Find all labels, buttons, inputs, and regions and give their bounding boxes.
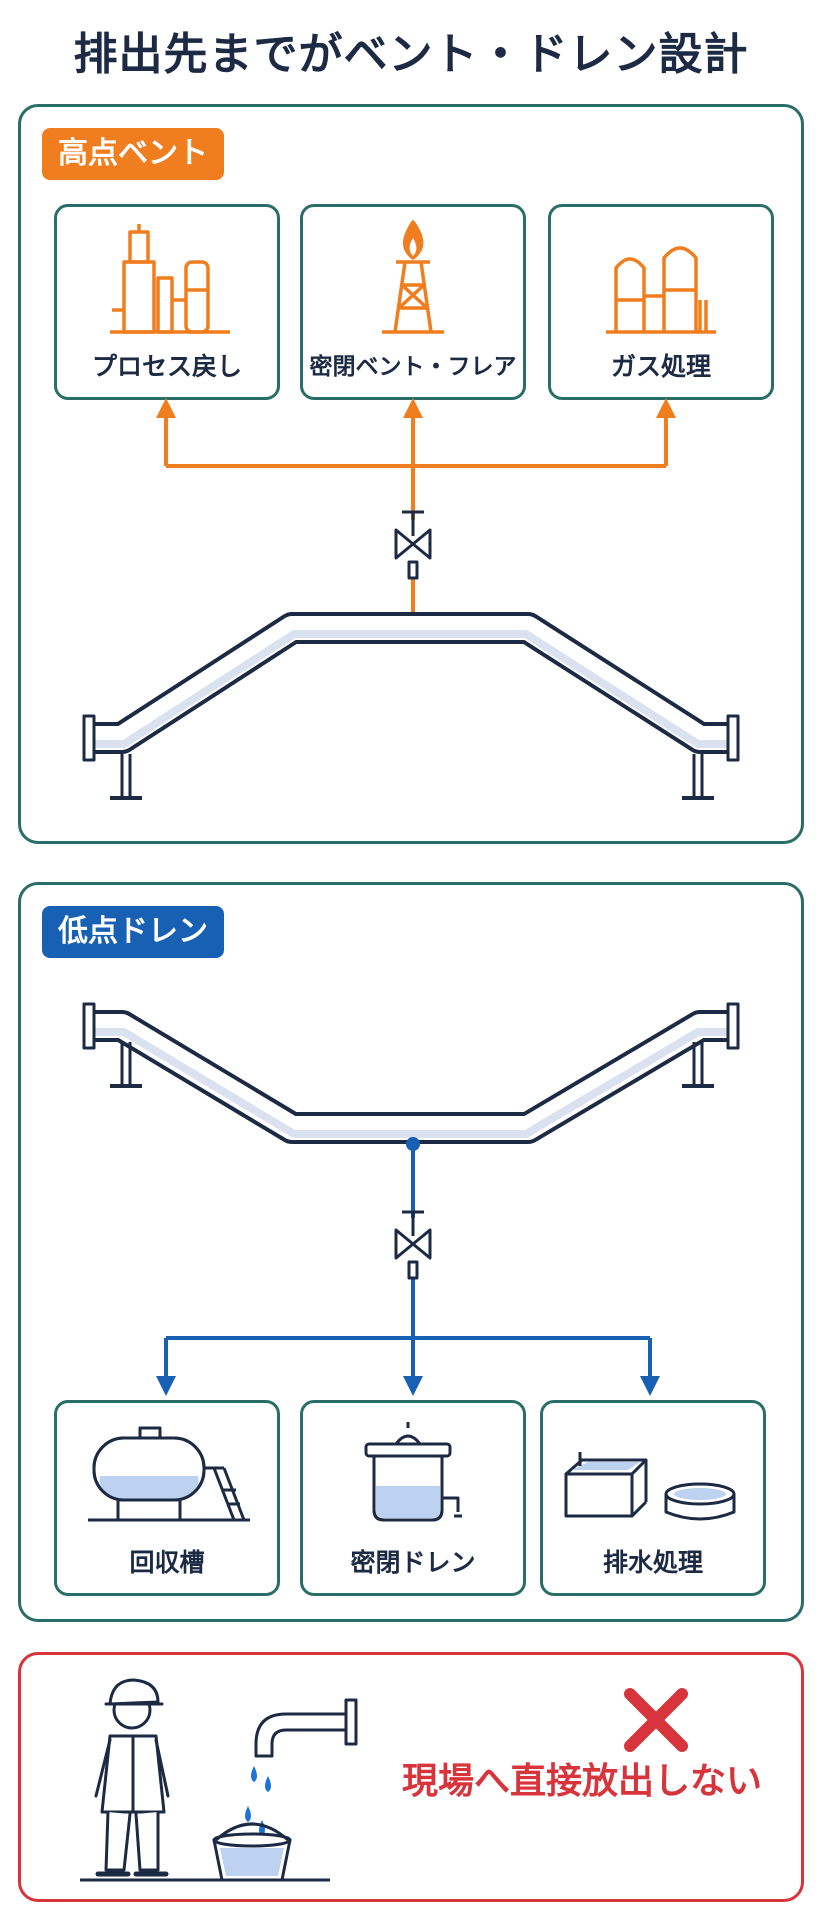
drain-section-tag: 低点ドレン xyxy=(42,906,224,958)
drain-valve-icon xyxy=(394,1210,432,1280)
vent-destination-label: 密閉ベント・フレア xyxy=(309,354,517,380)
refinery-icon xyxy=(110,224,230,334)
vent-destination-label: ガス処理 xyxy=(610,352,711,381)
recovery-tank-icon xyxy=(88,1426,250,1522)
vent-section-tag: 高点ベント xyxy=(42,128,224,180)
warning-text: 現場へ直接放出しない xyxy=(401,1761,762,1802)
vent-destination-card-process-return: プロセス戻し xyxy=(54,204,280,400)
open-pipe-outlet-icon xyxy=(254,1698,358,1758)
vent-pipeline xyxy=(82,612,740,800)
cross-mark-icon xyxy=(624,1688,688,1752)
vent-destination-card-gas-treatment: ガス処理 xyxy=(548,204,774,400)
vent-valve-icon xyxy=(394,510,432,580)
vent-destination-label: プロセス戻し xyxy=(91,352,242,381)
wastewater-treatment-icon xyxy=(564,1452,736,1521)
vent-distribution-lines xyxy=(156,398,676,620)
drain-destination-label: 密閉ドレン xyxy=(350,1548,476,1577)
drain-pipeline xyxy=(82,1002,740,1144)
drain-destination-label: 排水処理 xyxy=(602,1548,703,1577)
closed-drain-vessel-icon xyxy=(364,1422,462,1522)
flare-stack-icon xyxy=(382,220,444,334)
page-title: 排出先までがベント・ドレン設計 xyxy=(73,29,749,80)
drain-connection-point xyxy=(406,1137,420,1151)
worker-icon xyxy=(94,1678,170,1877)
bucket-icon xyxy=(212,1822,292,1882)
gas-treatment-tanks-icon xyxy=(606,246,716,334)
drain-distribution-lines xyxy=(156,1144,660,1396)
drain-destination-label: 回収槽 xyxy=(129,1548,205,1577)
